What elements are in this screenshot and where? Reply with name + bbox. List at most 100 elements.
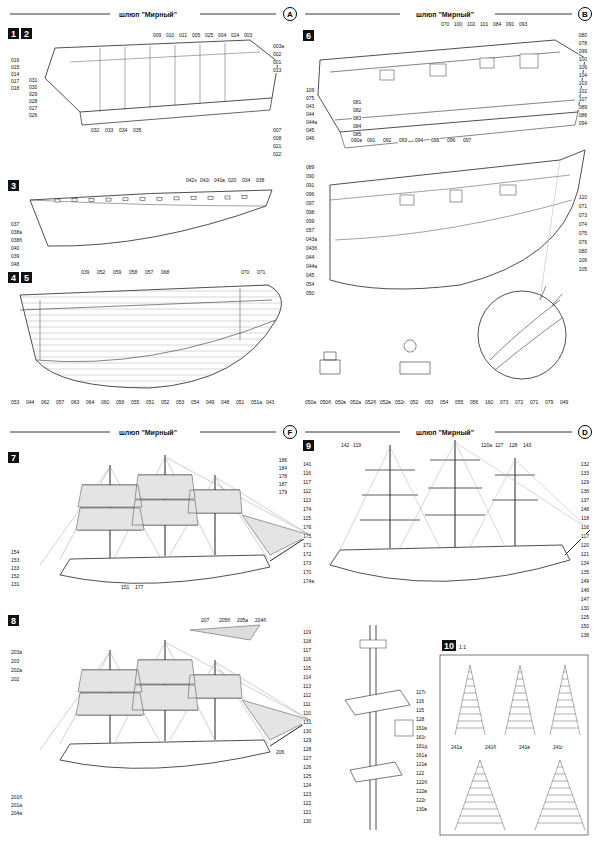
- callout-number: 093: [398, 138, 408, 143]
- step-number: 10: [442, 640, 456, 651]
- callout-number: 114: [302, 675, 312, 680]
- callout-number: 089: [305, 165, 315, 170]
- callout-number: 048: [220, 400, 230, 405]
- callout-number: 160: [484, 400, 494, 405]
- callout-number: 241в: [518, 745, 531, 750]
- callout-number: 118: [302, 639, 312, 644]
- callout-number: 133: [10, 566, 20, 571]
- callout-number: 107: [578, 97, 588, 102]
- callout-number: 008: [272, 136, 282, 141]
- callout-number: 057: [55, 400, 65, 405]
- callout-number: 002: [272, 52, 282, 57]
- callout-number: 042г: [199, 178, 211, 183]
- node-text: 5: [24, 273, 29, 283]
- callout-number: 054: [305, 282, 315, 287]
- callout-number: 119: [302, 630, 312, 635]
- callout-number: 034: [241, 178, 251, 183]
- callout-number: 133: [580, 471, 590, 476]
- callout-number: 071: [529, 400, 539, 405]
- callout-number: 135: [580, 570, 590, 575]
- callout-number: 041в: [213, 178, 226, 183]
- callout-number: 105: [578, 267, 588, 272]
- callout-number: 110: [302, 711, 312, 716]
- callout-number: 128: [415, 717, 425, 722]
- callout-number: 134: [580, 561, 590, 566]
- callout-number: 092: [382, 138, 392, 143]
- callout-number: 044: [25, 400, 35, 405]
- callout-number: 103: [578, 81, 588, 86]
- callout-number: 003а: [272, 44, 285, 49]
- callout-number: 206: [275, 750, 285, 755]
- callout-number: 147: [580, 597, 590, 602]
- callout-number: 122в: [415, 789, 428, 794]
- callout-number: 073: [578, 213, 588, 218]
- node-text: 9: [306, 441, 311, 451]
- callout-number: 154: [10, 550, 20, 555]
- callout-number: 033: [104, 128, 114, 133]
- callout-number: 052в: [379, 400, 392, 405]
- callout-number: 052: [409, 400, 419, 405]
- sheet-letter: A: [283, 7, 297, 21]
- callout-number: 038а: [10, 230, 23, 235]
- callout-number: 062: [40, 400, 50, 405]
- callout-number: 018: [10, 86, 20, 91]
- callout-number: 045: [305, 273, 315, 278]
- callout-number: 052: [96, 270, 106, 275]
- callout-number: 039: [80, 270, 90, 275]
- callout-number: 130: [580, 606, 590, 611]
- callout-number: 115: [302, 666, 312, 671]
- node-text: F: [288, 428, 293, 437]
- callout-number: 104: [578, 73, 588, 78]
- callout-number: 052б: [364, 400, 377, 405]
- node-text: 1: [11, 29, 16, 39]
- callout-number: 040: [10, 246, 20, 251]
- callout-number: 050б: [319, 400, 332, 405]
- callout-number: 202а: [10, 668, 23, 673]
- callout-number: 127: [302, 756, 312, 761]
- callout-number: 045: [305, 128, 315, 133]
- callout-number: 032: [90, 128, 100, 133]
- callout-number: 113: [302, 684, 312, 689]
- callout-number: 024: [230, 33, 240, 38]
- callout-number: 178: [278, 474, 288, 479]
- callout-number: 013: [272, 68, 282, 73]
- callout-number: 091: [305, 183, 315, 188]
- callout-number: 115: [415, 708, 425, 713]
- callout-number: 106: [578, 65, 588, 70]
- callout-number: 129: [580, 480, 590, 485]
- callout-number: 011: [178, 33, 188, 38]
- callout-number: 052а: [349, 400, 362, 405]
- callout-number: 026: [28, 113, 38, 118]
- callout-number: 096: [305, 192, 315, 197]
- callout-number: 074: [578, 222, 588, 227]
- callout-number: 027: [28, 106, 38, 111]
- callout-number: 028: [28, 99, 38, 104]
- callout-number: 044: [305, 255, 315, 260]
- callout-number: 100: [578, 57, 588, 62]
- callout-number: 106: [578, 258, 588, 263]
- callout-number: 148: [580, 507, 590, 512]
- node-text: 3: [11, 181, 16, 191]
- callout-number: 098: [305, 210, 315, 215]
- callout-number: 124: [302, 783, 312, 788]
- callout-number: 068: [160, 270, 170, 275]
- callout-number: 046: [305, 136, 315, 141]
- callout-number: 130: [302, 729, 312, 734]
- step-number: 8: [8, 615, 19, 626]
- callout-number: 053: [10, 400, 20, 405]
- callout-number: 127: [494, 443, 504, 448]
- callout-number: 025: [204, 33, 214, 38]
- sheet-letter: F: [283, 425, 297, 439]
- callout-number: 009: [152, 33, 162, 38]
- callout-number: 129: [302, 738, 312, 743]
- callout-number: 128: [302, 747, 312, 752]
- callout-number: 161а: [415, 753, 428, 758]
- node-text: 2: [24, 29, 29, 39]
- callout-number: 070: [240, 270, 250, 275]
- callout-number: 171: [302, 543, 312, 548]
- callout-number: 128: [508, 443, 518, 448]
- callout-number: 126: [302, 765, 312, 770]
- callout-number: 005: [191, 33, 201, 38]
- callout-number: 043: [305, 104, 315, 109]
- callout-number: 055: [130, 400, 140, 405]
